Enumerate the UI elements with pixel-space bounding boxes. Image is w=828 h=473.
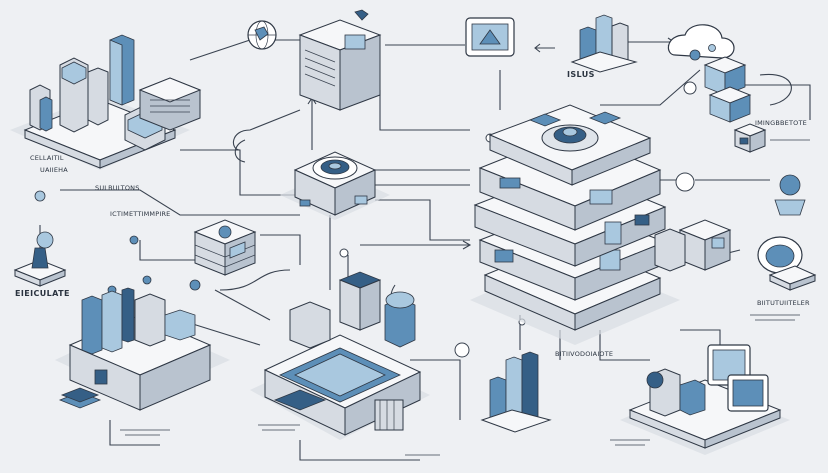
connector — [260, 234, 301, 265]
factory-cluster-bottom-center — [250, 271, 430, 440]
connector — [214, 289, 271, 321]
chart-label: ISLUS — [567, 70, 595, 79]
cloud-icon — [667, 24, 735, 61]
stack-label: BITIIVODOIAIOTE — [555, 350, 613, 358]
connector-lines — [39, 37, 811, 461]
connector — [740, 84, 811, 120]
user-icon-right — [774, 174, 806, 216]
connector — [375, 199, 470, 241]
node-dot — [34, 190, 46, 202]
cluster-label: ICTIMETTIMMPIRE — [110, 210, 170, 218]
node-dot — [454, 342, 470, 358]
beacon-icon-left — [13, 231, 67, 287]
connector — [232, 109, 301, 151]
monitor-icon-top — [465, 17, 515, 57]
cube-stack-right — [703, 56, 767, 153]
cluster-label: CELLAITIL — [30, 154, 64, 162]
server-box-top — [298, 9, 382, 111]
connector — [379, 90, 470, 131]
connector — [599, 330, 650, 361]
bar-chart-icon-top — [570, 14, 638, 73]
central-hub — [280, 151, 390, 220]
connector — [600, 69, 701, 106]
node-dot — [129, 235, 139, 245]
cluster-label: UAIIEHA — [40, 166, 68, 174]
cluster-label: BIITUTUIITELER — [757, 299, 810, 307]
server-module-right — [654, 219, 732, 272]
connector — [410, 359, 461, 420]
connector — [299, 440, 420, 461]
connector — [139, 240, 200, 261]
node-dots — [34, 81, 697, 358]
disk-icon-right — [757, 236, 817, 291]
cluster-label: EIEICULATE — [15, 289, 70, 298]
node-dot — [339, 248, 349, 258]
cluster-label: SULBULTONS — [95, 184, 140, 192]
decorative-text-lines — [120, 139, 810, 456]
connector — [109, 420, 160, 446]
bar-chart-icon-bottom — [480, 351, 552, 433]
database-stack-left — [193, 219, 257, 276]
main-server-stack — [470, 104, 680, 345]
connector — [60, 189, 300, 216]
server-cluster-top-left — [10, 34, 202, 170]
globe-icon — [247, 20, 277, 50]
arrow-head — [462, 240, 472, 250]
connector — [680, 329, 721, 345]
cluster-label: IMINGBBETOTE — [755, 119, 807, 127]
connector — [189, 39, 251, 61]
factory-cluster-lower-left — [55, 287, 230, 411]
connector — [180, 149, 300, 196]
connector — [219, 269, 291, 291]
arrow-head — [534, 43, 541, 53]
curve-connector — [234, 139, 246, 163]
node-dot — [189, 279, 201, 291]
node-dot — [683, 81, 697, 95]
node-dot — [675, 172, 695, 192]
curve-connector — [759, 73, 792, 106]
workstation-bottom-right — [620, 344, 790, 455]
node-dot — [142, 275, 152, 285]
